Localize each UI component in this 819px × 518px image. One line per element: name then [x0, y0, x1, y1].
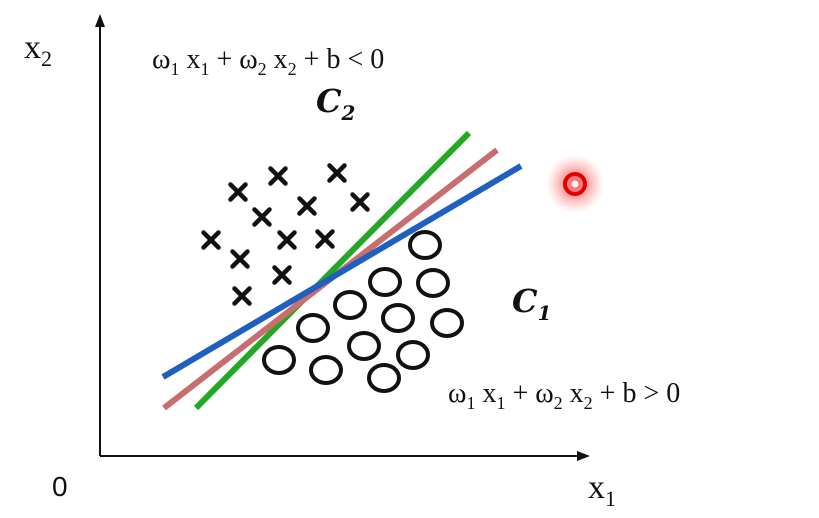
circle-marker [430, 308, 464, 338]
cross-marker [230, 249, 250, 269]
circle-marker [396, 340, 430, 370]
class-c1-markers [262, 230, 464, 393]
cross-marker [201, 230, 221, 250]
decision-line-blue [161, 163, 523, 380]
class-c1-label: C1 [512, 282, 551, 325]
circle-marker [296, 313, 330, 343]
cross-marker [350, 192, 370, 212]
circle-marker [333, 290, 367, 320]
class-c2-markers [201, 163, 370, 306]
circle-marker [408, 230, 442, 260]
origin-label: 0 [52, 471, 68, 502]
cross-marker [268, 166, 288, 186]
y-axis [95, 14, 105, 456]
circle-marker [367, 363, 401, 393]
decision-line-green [193, 130, 472, 411]
cross-marker [277, 230, 297, 250]
x-axis [100, 451, 590, 461]
circle-marker [309, 355, 343, 385]
lower-inequality: ω1 x1 + ω2 x2 + b > 0 [448, 378, 680, 413]
cross-marker [327, 163, 347, 183]
circle-marker [368, 267, 402, 297]
cross-marker [232, 286, 252, 306]
cross-marker [315, 229, 335, 249]
circle-marker [347, 331, 381, 361]
class-c2-label: C2 [316, 82, 355, 125]
x-axis-label: x1 [588, 469, 616, 511]
laser-pointer-icon [545, 154, 605, 214]
cross-marker [228, 182, 248, 202]
upper-inequality: ω1 x1 + ω2 x2 + b < 0 [152, 44, 384, 79]
circle-marker [262, 345, 296, 375]
circle-marker [381, 303, 415, 333]
cross-marker [272, 265, 292, 285]
cross-marker [252, 207, 272, 227]
cross-marker [297, 196, 317, 216]
circle-marker [416, 268, 450, 298]
y-axis-label: x2 [24, 29, 52, 71]
